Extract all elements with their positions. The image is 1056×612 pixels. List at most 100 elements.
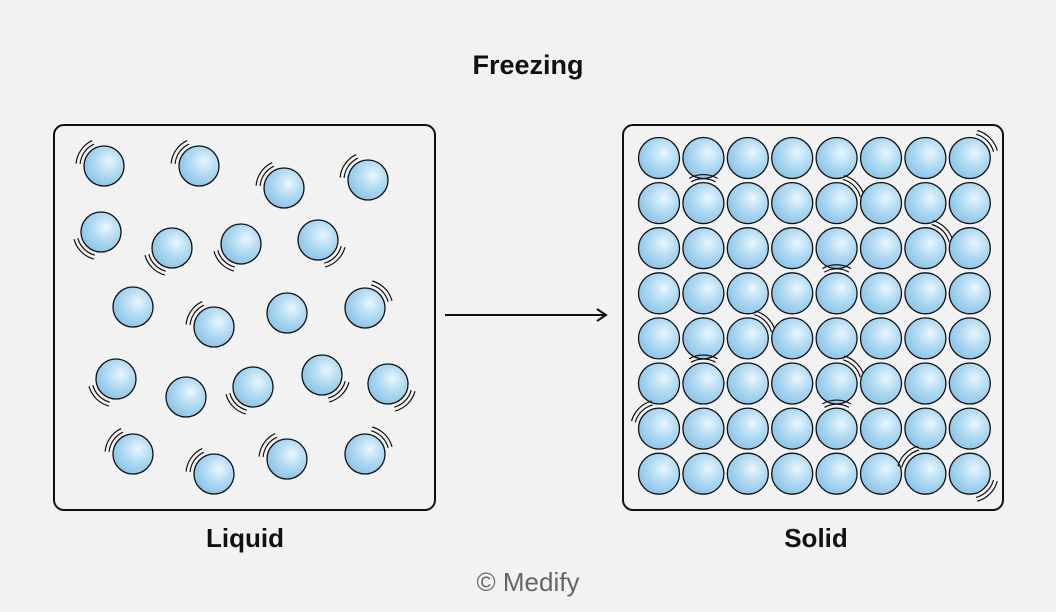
solid-particle [726, 452, 769, 495]
motion-line [174, 143, 190, 164]
particle-sphere [726, 407, 769, 450]
motion-line [688, 174, 718, 179]
motion-line [324, 246, 342, 264]
liquid-particle [301, 354, 350, 403]
particle-sphere [948, 136, 991, 180]
particle-sphere [637, 452, 681, 495]
solid-particle [904, 407, 947, 450]
solid-particle [948, 227, 991, 270]
solid-particle [771, 181, 814, 225]
particle-sphere [771, 181, 814, 225]
particle-sphere [726, 181, 769, 225]
particle-sphere [815, 272, 858, 315]
particle-sphere [904, 452, 947, 495]
particle-sphere [948, 181, 991, 225]
motion-line [258, 433, 276, 457]
liquid-particle [185, 301, 235, 348]
motion-line [170, 140, 188, 164]
solid-particle [771, 407, 814, 450]
particle-sphere [637, 272, 681, 315]
motion-line [372, 280, 393, 301]
solid-particle [726, 407, 769, 450]
particle-sphere [948, 227, 991, 270]
particle-sphere [367, 363, 409, 405]
particle-sphere [771, 362, 814, 405]
motion-line [371, 430, 389, 448]
solid-particle [948, 362, 991, 405]
solid-particle [771, 136, 814, 180]
particle-sphere [771, 227, 814, 270]
particle-sphere [859, 181, 903, 225]
liquid-particle [185, 448, 235, 495]
solid-particle [630, 400, 681, 450]
solid-particle [637, 272, 681, 315]
particle-sphere [80, 211, 122, 253]
motion-line [897, 445, 919, 467]
particle-sphere [266, 292, 308, 334]
motion-line [229, 393, 247, 411]
particle-sphere [165, 376, 207, 418]
motion-line [688, 354, 718, 360]
liquid-particle [88, 358, 137, 407]
particle-sphere [347, 159, 389, 201]
solid-particle [859, 362, 903, 405]
solid-particle [637, 317, 681, 360]
particle-sphere [948, 272, 991, 315]
motion-line [75, 140, 93, 164]
liquid-container [53, 124, 436, 511]
solid-particle [815, 136, 858, 180]
particle-sphere [637, 317, 681, 360]
diagram-title: Freezing [472, 50, 584, 80]
particle-sphere [815, 362, 858, 405]
solid-particle [771, 227, 814, 270]
solid-container [622, 124, 1004, 511]
solid-particle [904, 220, 954, 270]
solid-particle [859, 452, 903, 495]
particle-sphere [637, 136, 681, 180]
particle-sphere [726, 136, 769, 180]
liquid-particle [213, 223, 262, 272]
solid-particle [904, 362, 947, 405]
solid-particle [682, 136, 725, 180]
liquid-particle [367, 363, 416, 412]
motion-line [394, 390, 412, 408]
solid-particle [726, 310, 776, 360]
motion-line [259, 165, 275, 186]
particle-sphere [682, 407, 725, 450]
solid-particle [637, 452, 681, 495]
motion-line [690, 358, 716, 363]
solid-particle [948, 452, 998, 502]
solid-particle [815, 317, 858, 360]
solid-particle [682, 452, 725, 495]
solid-particle [859, 407, 903, 450]
motion-line [77, 238, 95, 256]
particle-sphere [904, 407, 947, 450]
particle-sphere [904, 272, 947, 315]
particle-sphere [859, 362, 903, 405]
solid-particle [904, 181, 947, 225]
motion-line [79, 143, 95, 164]
motion-line [842, 359, 861, 378]
motion-line [395, 391, 416, 412]
particle-sphere [344, 433, 386, 475]
solid-particle [948, 272, 991, 315]
particle-sphere [682, 181, 725, 225]
motion-line [753, 314, 773, 333]
copyright-credit: © Medify [476, 567, 580, 597]
motion-line [975, 133, 995, 152]
liquid-label: Liquid [206, 523, 284, 553]
solid-particle [771, 362, 814, 405]
solid-particle [637, 181, 681, 225]
motion-line [842, 178, 861, 197]
motion-line [975, 479, 995, 498]
particle-sphere [297, 219, 339, 261]
particle-sphere [815, 136, 858, 180]
solid-particle [771, 317, 814, 360]
solid-particle [726, 227, 769, 270]
particle-sphere [266, 438, 308, 480]
motion-line [73, 239, 94, 260]
solid-particle [682, 354, 725, 405]
particle-sphere [948, 407, 991, 450]
particle-sphere [859, 136, 903, 180]
